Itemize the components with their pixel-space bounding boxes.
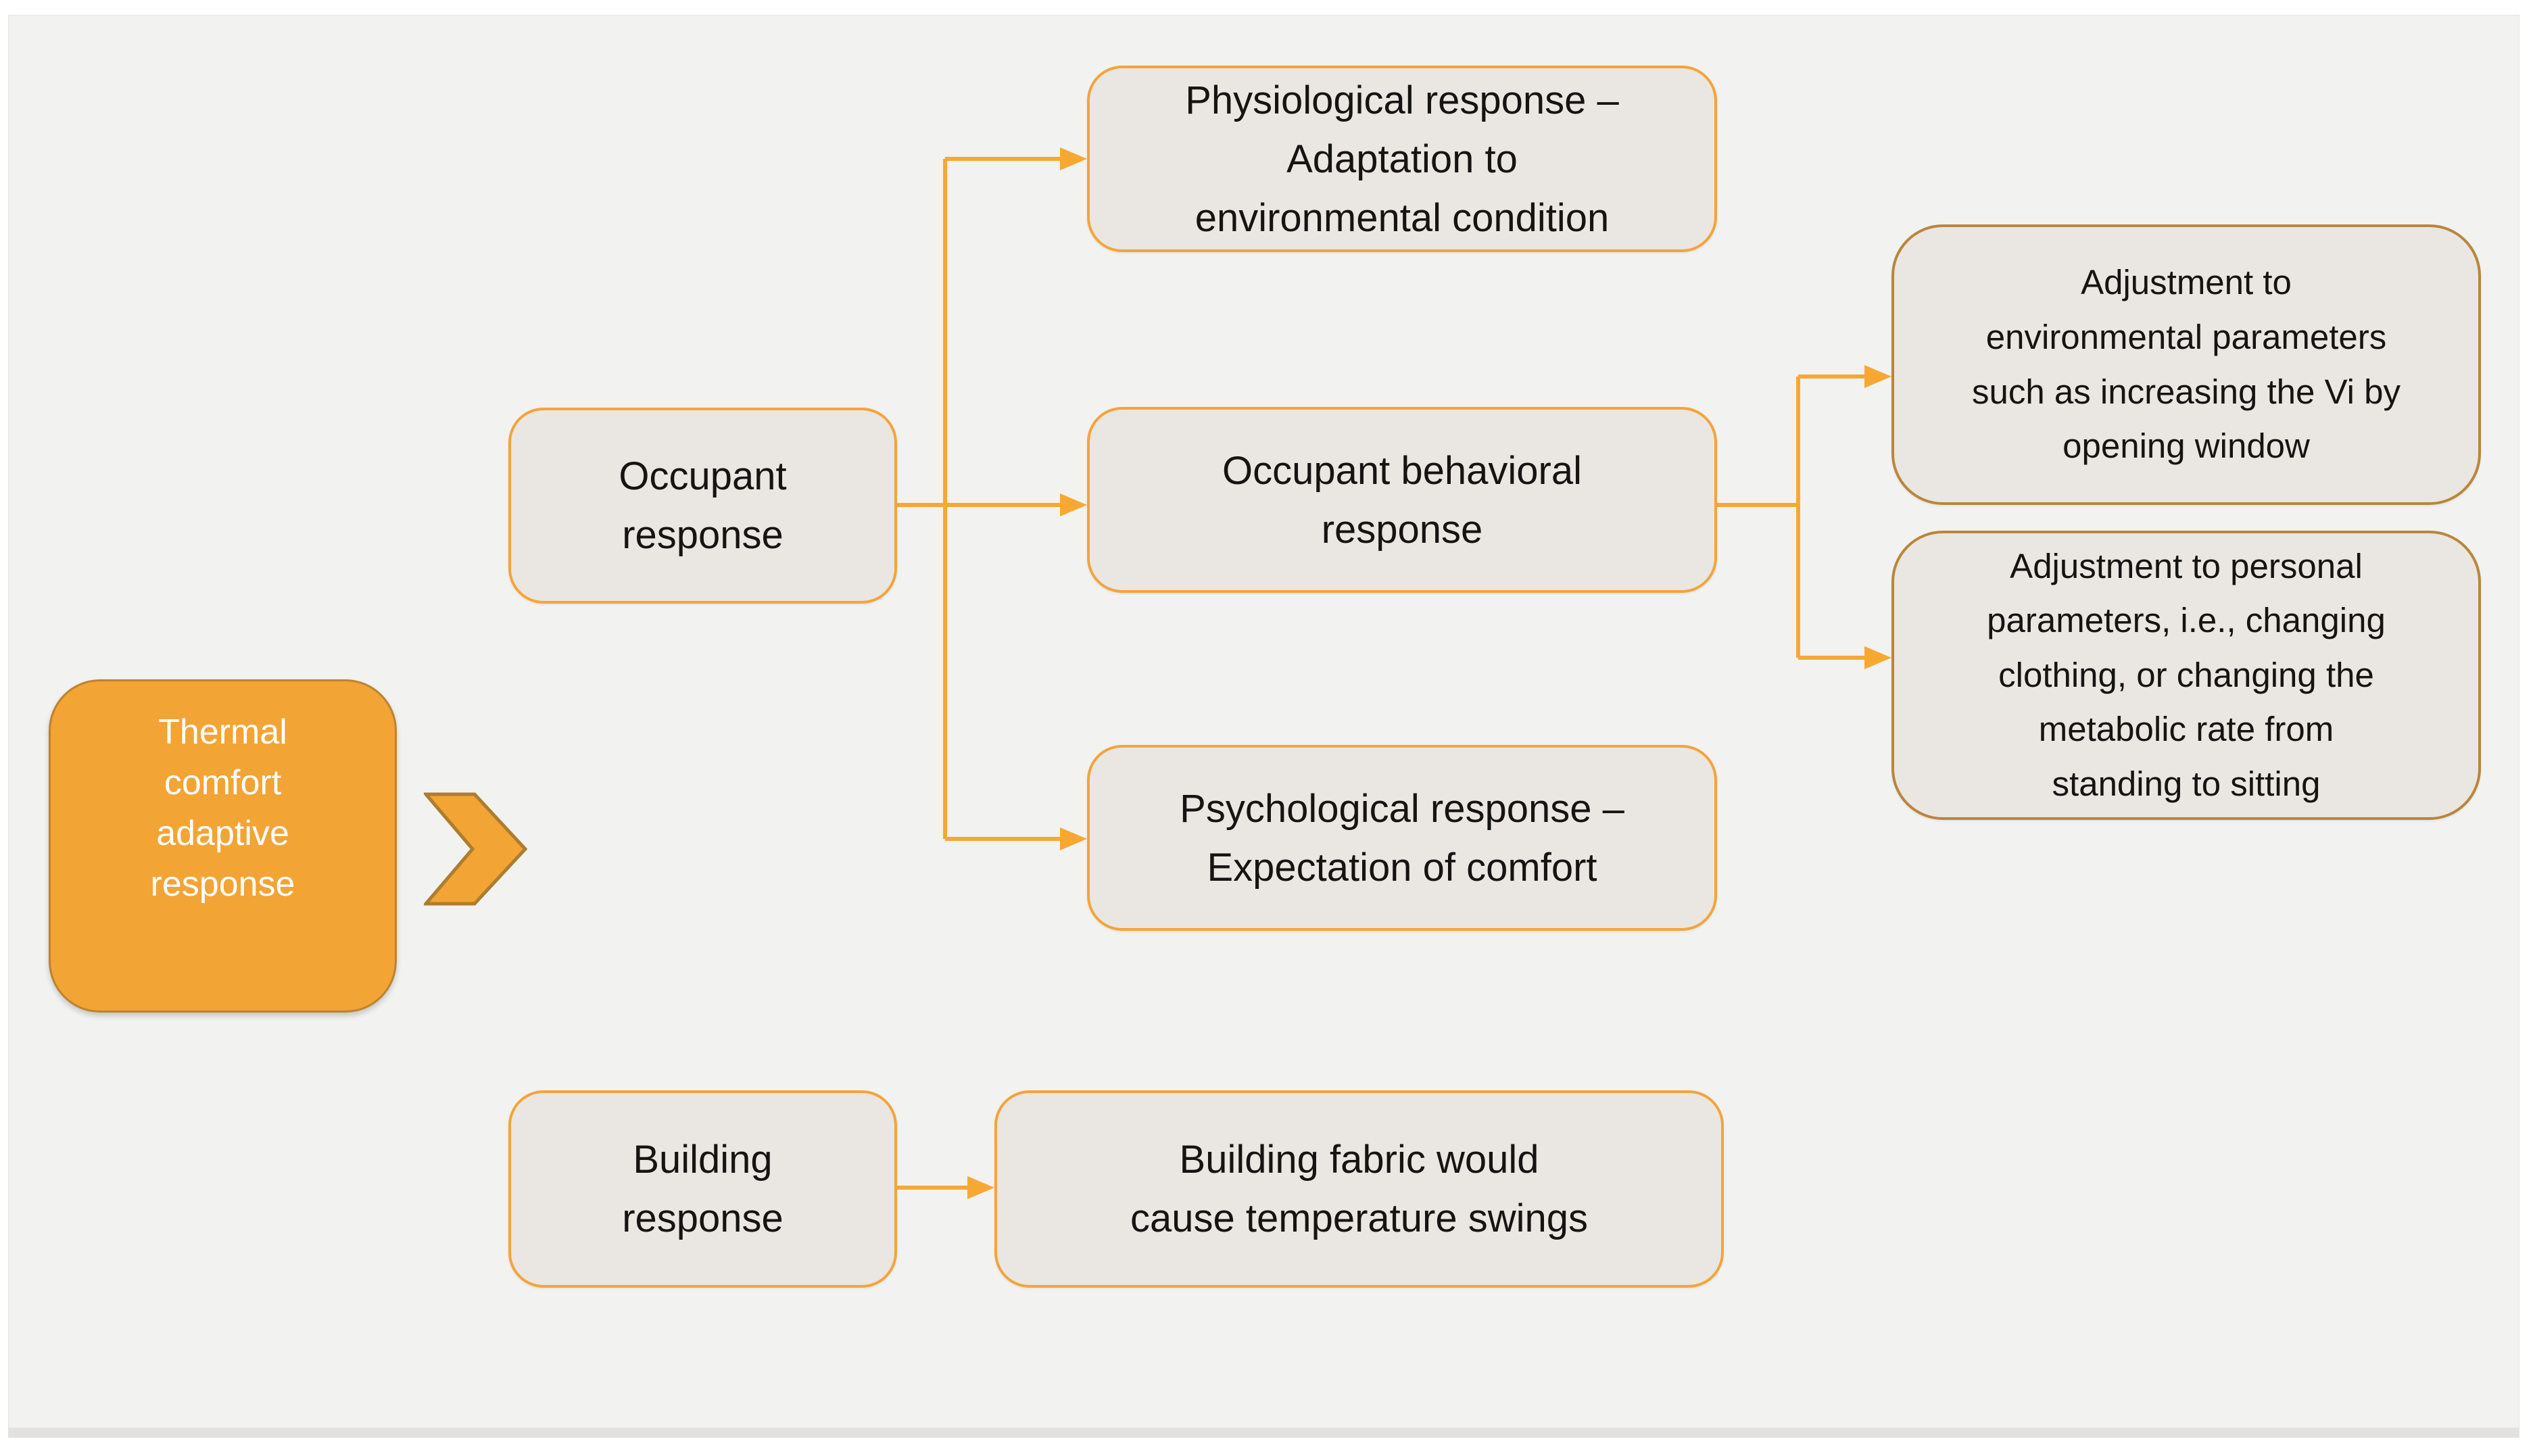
psychological-response-label: Psychological response – Expectation of … xyxy=(1180,786,1624,890)
occupant-behavioral-response-node: Occupant behavioral response xyxy=(1087,407,1717,593)
adjustment-personal-label: Adjustment to personal parameters, i.e.,… xyxy=(1987,546,2386,803)
occupant-behavioral-response-label: Occupant behavioral response xyxy=(1222,448,1582,552)
physiological-response-label: Physiological response – Adaptation to e… xyxy=(1185,78,1619,240)
adjustment-personal-node: Adjustment to personal parameters, i.e.,… xyxy=(1891,531,2481,820)
slide-bottom-strip xyxy=(8,1428,2519,1438)
occupant-response-node: Occupant response xyxy=(508,408,897,604)
occupant-response-label: Occupant response xyxy=(619,454,787,557)
adjustment-environmental-node: Adjustment to environmental parameters s… xyxy=(1891,224,2481,505)
psychological-response-node: Psychological response – Expectation of … xyxy=(1087,745,1717,931)
thermal-comfort-root-node: Thermal comfort adaptive response xyxy=(49,679,397,1013)
building-response-node: Building response xyxy=(508,1090,897,1288)
building-fabric-label: Building fabric would cause temperature … xyxy=(1130,1138,1588,1240)
building-response-label: Building response xyxy=(622,1138,783,1240)
adjustment-environmental-label: Adjustment to environmental parameters s… xyxy=(1971,263,2401,466)
physiological-response-node: Physiological response – Adaptation to e… xyxy=(1087,66,1717,252)
building-fabric-node: Building fabric would cause temperature … xyxy=(994,1090,1724,1288)
thermal-comfort-root-label: Thermal comfort adaptive response xyxy=(150,712,295,904)
chevron-right-icon xyxy=(424,792,527,906)
chevron-right-shape xyxy=(424,792,527,906)
